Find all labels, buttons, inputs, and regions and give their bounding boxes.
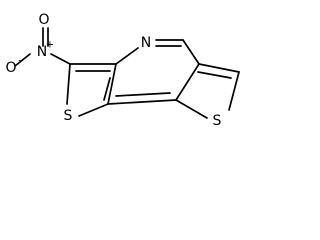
- nitro-oxygen-charge: -: [18, 56, 22, 67]
- bond-nitro-n-o-single: [14, 53, 31, 67]
- bond-pyridine-right-lower: [175, 63, 200, 101]
- bond-pyridine-right-upper: [182, 39, 200, 65]
- nitro-nitrogen-charge: +: [46, 40, 54, 51]
- bond-right-thiophene-s-bottom: [175, 99, 208, 119]
- bond-pyridine-n-to-c: [115, 47, 139, 65]
- nitro-oxygen-label: O: [5, 60, 16, 76]
- right-sulfur-label: S: [213, 113, 222, 129]
- left-sulfur-label: S: [64, 108, 73, 124]
- bond-right-thiophene-right: [228, 71, 240, 111]
- nitro-top-oxygen-label: O: [38, 12, 49, 28]
- bond-pyridine-bottom: [107, 99, 177, 105]
- bond-pyridine-bottom-double: [115, 92, 171, 97]
- bond-left-thiophene-s-bottom: [78, 103, 109, 117]
- nitro-nitrogen-label: N: [37, 44, 47, 60]
- bond-left-thiophene-inner: [107, 63, 117, 105]
- chemical-structure: O - N + O N S S: [5, 12, 240, 129]
- pyridine-nitrogen-label: N: [141, 35, 151, 51]
- bond-left-thiophene-outer: [66, 63, 71, 105]
- bond-left-thiophene-inner-double: [103, 77, 111, 101]
- bond-right-thiophene-top: [198, 63, 240, 73]
- bond-right-thiophene-top-double: [197, 71, 232, 79]
- bond-nitro-to-ring: [50, 53, 71, 65]
